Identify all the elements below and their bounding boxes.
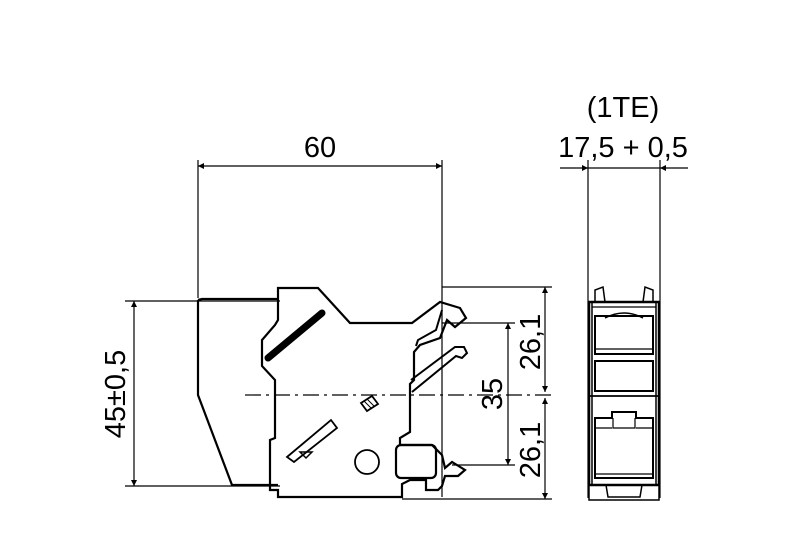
lower-half-label: 26,1	[515, 422, 547, 478]
height-label: 45±0,5	[100, 350, 132, 439]
front-body	[587, 300, 661, 487]
rj45-port	[594, 411, 654, 479]
front-view	[587, 160, 661, 501]
module-width-label: 17,5 + 0,5	[558, 132, 688, 164]
rail-foot	[394, 443, 438, 480]
side-view	[196, 160, 552, 499]
spring-latch	[410, 346, 469, 393]
cover-top	[197, 297, 278, 302]
upper-half-label: 26,1	[515, 314, 547, 370]
marking-strip	[264, 309, 326, 362]
rail-label: 35	[477, 378, 509, 410]
dimension-module-width: 17,5 + 0,5 (1TE)	[558, 92, 688, 171]
dimension-height: 45±0,5	[100, 300, 280, 487]
label-window	[594, 360, 654, 392]
lever-tab	[298, 451, 314, 460]
cover-outline	[196, 300, 278, 487]
dimension-halves: 26,1 26,1	[402, 286, 552, 500]
upper-port	[594, 315, 654, 355]
hatched-tab	[359, 394, 380, 413]
dimension-rail: 35	[442, 322, 515, 466]
main-body-outline	[260, 286, 468, 499]
width-label: 60	[304, 132, 336, 164]
screw-hole	[354, 449, 380, 475]
latch-arm	[415, 309, 443, 347]
module-unit-label: (1TE)	[587, 92, 660, 124]
release-lever	[285, 418, 339, 464]
dimension-width: 60	[198, 132, 442, 169]
